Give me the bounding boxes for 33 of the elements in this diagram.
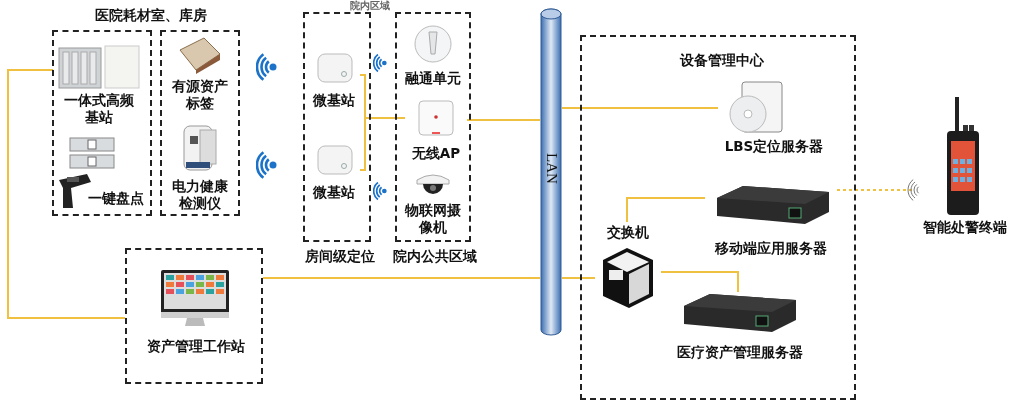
network-label: LAN [542, 152, 560, 186]
dashed-group-frame [52, 30, 152, 216]
device-label: 有源资产标签 [171, 78, 229, 112]
device-label: 智能处警终端 [922, 219, 1008, 236]
device-label: 融通单元 [404, 70, 462, 87]
connector-line [466, 119, 541, 121]
device-label: 电力健康检测仪 [171, 178, 229, 212]
connector-line [262, 277, 541, 279]
device-label: 医疗资产管理服务器 [676, 344, 804, 361]
device-label: 资产管理工作站 [146, 338, 246, 355]
device-label: 物联网摄像机 [403, 202, 462, 236]
group-heading: 院内公共区域 [392, 248, 478, 265]
device-label: 一键盘点 [87, 190, 145, 207]
connector-line [660, 271, 739, 293]
area-heading: 医院耗材室、库房 [95, 7, 207, 25]
device-label: 交换机 [606, 224, 650, 241]
device-label: 微基站 [312, 92, 356, 109]
connector-line [626, 197, 706, 223]
device-label: 微基站 [312, 184, 356, 201]
connector-line [561, 107, 719, 109]
area-caption: 院内区域 [350, 0, 390, 13]
device-label: 一体式高频基站 [63, 92, 135, 126]
device-label: 移动端应用服务器 [713, 240, 828, 257]
device-label: LBS定位服务器 [723, 138, 825, 155]
connector-line [7, 69, 126, 319]
group-heading: 房间级定位 [304, 248, 376, 265]
dashed-group-frame [160, 30, 240, 216]
dashed-group-frame [125, 248, 263, 384]
dashed-group-frame [580, 35, 856, 400]
connector-line [359, 117, 406, 171]
device-label: 无线AP [410, 145, 462, 162]
group-heading: 设备管理中心 [678, 52, 765, 69]
connector-line [561, 277, 596, 279]
